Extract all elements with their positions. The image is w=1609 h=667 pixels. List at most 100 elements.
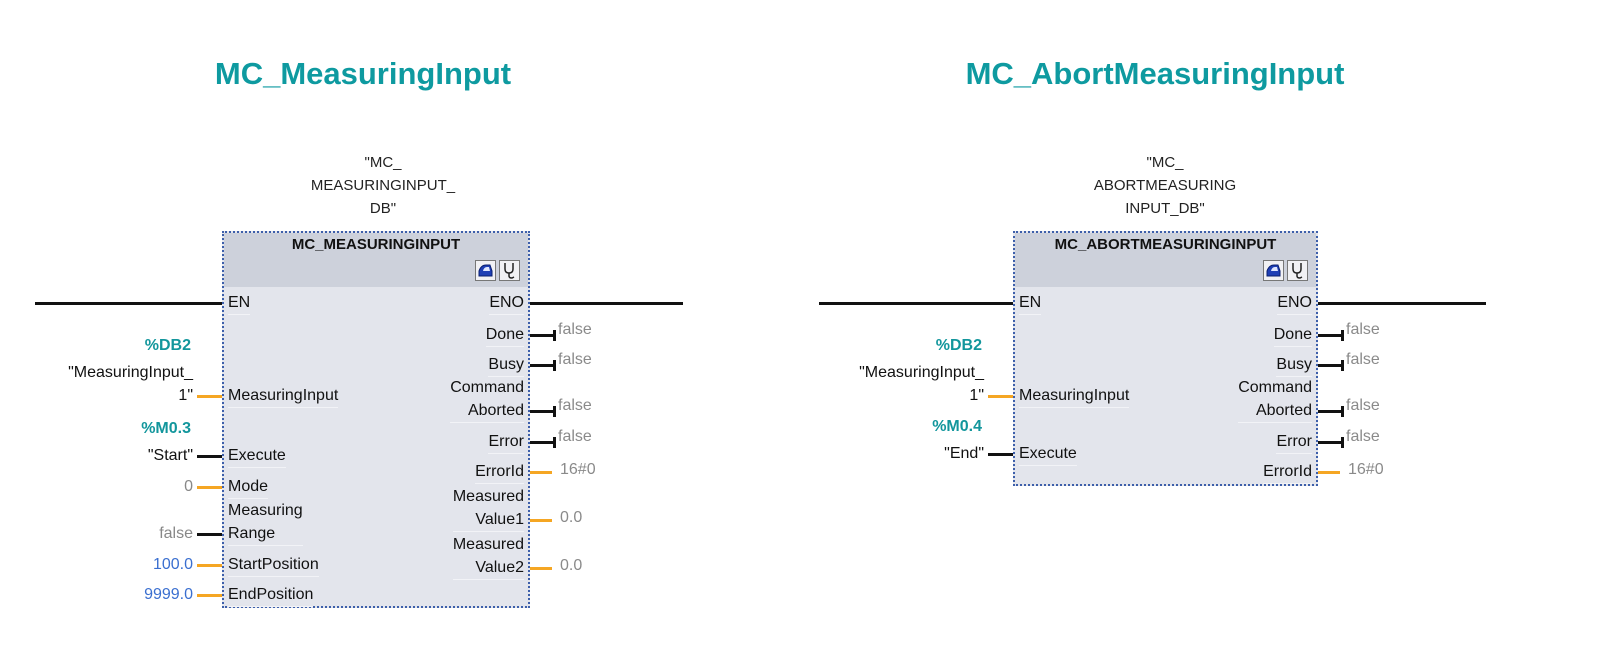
- input-wire: [197, 594, 222, 597]
- input-operand[interactable]: "Start": [147, 447, 193, 464]
- output-wire-end: [1341, 330, 1344, 341]
- pin-label: Value2: [475, 559, 524, 576]
- output-value: false: [1346, 428, 1380, 445]
- input-pin-mode: Mode: [228, 475, 269, 499]
- block-icons: [1263, 260, 1308, 281]
- output-pin-busy: Busy: [1276, 353, 1312, 377]
- output-wire: [530, 471, 552, 474]
- output-value: 0.0: [560, 557, 583, 574]
- function-block[interactable]: MC_ABORTMEASURINGINPUT: [1013, 231, 1318, 486]
- output-value: false: [558, 428, 592, 445]
- input-operand[interactable]: 100.0: [152, 556, 193, 573]
- stethoscope-icon[interactable]: [499, 260, 520, 281]
- input-pin-en: EN: [1019, 291, 1042, 315]
- input-pin-measuringinput: MeasuringInput: [1019, 384, 1130, 408]
- pin-label: Measured: [452, 488, 524, 505]
- output-pin-error: Error: [488, 430, 524, 454]
- pin-label: MeasuringInput: [1019, 387, 1130, 404]
- instance-db-name[interactable]: ABORTMEASURING: [1093, 177, 1237, 194]
- input-pin-en: EN: [228, 291, 251, 315]
- instance-db-name[interactable]: "MC_: [1146, 154, 1184, 171]
- block-header: MC_ABORTMEASURINGINPUT: [1015, 233, 1316, 287]
- pin-label: ENO: [489, 294, 524, 311]
- output-value: false: [1346, 397, 1380, 414]
- block-type-name: MC_ABORTMEASURINGINPUT: [1054, 236, 1277, 253]
- pin-label: Busy: [488, 356, 524, 373]
- input-operand[interactable]: "MeasuringInput_: [68, 364, 193, 381]
- pin-label: Range: [228, 525, 276, 542]
- input-pin-execute: Execute: [1019, 442, 1077, 466]
- pin-label: Aborted: [1255, 402, 1312, 419]
- function-block[interactable]: MC_MEASURINGINPUT: [222, 231, 530, 608]
- output-wire-end: [1341, 406, 1344, 417]
- output-wire: [530, 364, 554, 367]
- pin-label: Command: [450, 379, 524, 396]
- output-wire: [1318, 364, 1342, 367]
- block-icons: [475, 260, 520, 281]
- block-type-name: MC_MEASURINGINPUT: [291, 236, 461, 253]
- output-wire-end: [553, 406, 556, 417]
- pin-label: Mode: [228, 478, 269, 495]
- operand-address: %M0.4: [932, 418, 982, 435]
- output-wire-end: [1341, 437, 1344, 448]
- input-operand[interactable]: 9999.0: [144, 586, 193, 603]
- input-wire: [197, 486, 222, 489]
- input-operand[interactable]: "End": [944, 445, 984, 462]
- instance-db-name[interactable]: INPUT_DB": [1125, 200, 1205, 217]
- pin-label: ErrorId: [1263, 463, 1312, 480]
- pin-label: EN: [228, 294, 251, 311]
- pin-label: EN: [1019, 294, 1042, 311]
- input-pin-measuringinput: MeasuringInput: [228, 384, 339, 408]
- pin-label: Command: [1238, 379, 1312, 396]
- pin-label: Execute: [228, 447, 286, 464]
- stethoscope-icon[interactable]: [1287, 260, 1308, 281]
- pin-label: ErrorId: [475, 463, 524, 480]
- operand-address: %DB2: [144, 337, 191, 354]
- block-lock-icon[interactable]: [475, 260, 496, 281]
- input-operand[interactable]: 1": [178, 387, 193, 404]
- block-title: MC_AbortMeasuringInput: [965, 56, 1345, 91]
- input-wire: [988, 395, 1013, 398]
- output-value: false: [558, 397, 592, 414]
- block-title: MC_MeasuringInput: [214, 56, 512, 91]
- input-operand[interactable]: 0: [184, 478, 193, 495]
- input-wire: [988, 453, 1013, 456]
- output-value: false: [558, 351, 592, 368]
- output-wire: [1318, 441, 1342, 444]
- block-lock-icon[interactable]: [1263, 260, 1284, 281]
- pin-label: Value1: [475, 511, 524, 528]
- output-pin-eno: ENO: [489, 291, 524, 315]
- output-pin-eno: ENO: [1277, 291, 1312, 315]
- output-wire: [1318, 471, 1340, 474]
- pin-label: Execute: [1019, 445, 1077, 462]
- power-rail-left: [819, 302, 1013, 305]
- input-wire: [197, 533, 222, 536]
- input-pin-startposition: StartPosition: [228, 553, 319, 577]
- input-operand[interactable]: 1": [969, 387, 984, 404]
- input-operand[interactable]: "MeasuringInput_: [859, 364, 984, 381]
- output-wire: [1318, 410, 1342, 413]
- pin-label: Measuring: [228, 502, 303, 519]
- input-operand[interactable]: false: [159, 525, 193, 542]
- input-wire: [197, 455, 222, 458]
- pin-label: Aborted: [467, 402, 524, 419]
- pin-label: ENO: [1277, 294, 1312, 311]
- pin-label: Done: [485, 326, 524, 343]
- output-value: 16#0: [1348, 461, 1384, 478]
- output-wire: [530, 410, 554, 413]
- instance-db-name[interactable]: DB": [369, 200, 397, 217]
- output-value: false: [558, 321, 592, 338]
- instance-db-name[interactable]: MEASURINGINPUT_: [310, 177, 456, 194]
- operand-address: %DB2: [935, 337, 982, 354]
- output-pin-busy: Busy: [488, 353, 524, 377]
- output-pin-errorid: ErrorId: [475, 460, 524, 484]
- instance-db-name[interactable]: "MC_: [364, 154, 402, 171]
- output-wire-end: [553, 330, 556, 341]
- output-value: 16#0: [560, 461, 596, 478]
- output-pin-done: Done: [485, 323, 524, 347]
- output-value: 0.0: [560, 509, 583, 526]
- input-wire: [197, 564, 222, 567]
